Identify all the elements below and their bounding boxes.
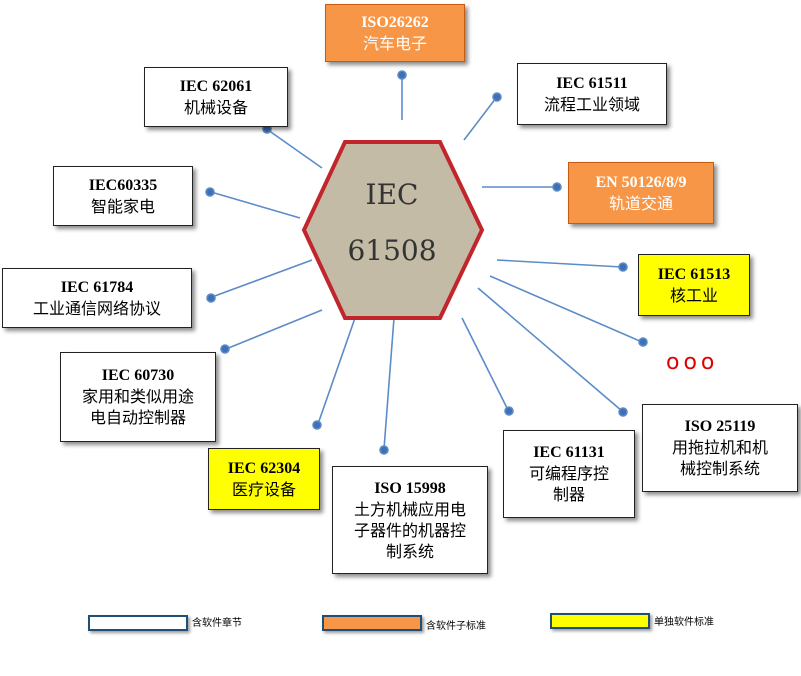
node-desc-line1: 可编程序控 xyxy=(528,464,609,483)
center-label-line2: 61508 xyxy=(347,234,437,267)
connector-iec62304 xyxy=(317,317,356,425)
node-code: IEC60335 xyxy=(88,176,158,194)
node-code: ISO 15998 xyxy=(374,479,446,497)
node-desc-line1: 家用和类似用途 xyxy=(81,387,194,406)
node-iso26262[interactable]: ISO26262 汽车电子 xyxy=(325,4,465,62)
center-label-line1: IEC xyxy=(365,178,419,211)
node-desc-line2: 电自动控制器 xyxy=(89,408,186,427)
node-code: IEC 61513 xyxy=(657,265,731,283)
node-code: IEC 60730 xyxy=(101,367,175,384)
connector-more xyxy=(489,275,643,343)
node-desc: 医疗设备 xyxy=(231,479,296,499)
node-code: IEC 62061 xyxy=(179,77,253,95)
connector-iec62061 xyxy=(267,129,323,169)
node-code: IEC 61511 xyxy=(556,74,628,92)
node-code: EN 50126/8/9 xyxy=(595,173,687,191)
node-iec61131[interactable]: IEC 61131 可编程序控 制器 xyxy=(503,430,635,518)
node-desc-line1: 用拖拉机和机 xyxy=(671,438,768,457)
node-code: ISO26262 xyxy=(361,13,429,31)
legend-swatch-orange xyxy=(322,615,422,631)
node-code: IEC 61784 xyxy=(60,278,134,296)
legend-label-yellow: 单独软件标准 xyxy=(654,617,714,628)
connector-iec60335 xyxy=(210,191,301,219)
legend-label-orange: 含软件子标准 xyxy=(426,621,486,632)
node-desc: 汽车电子 xyxy=(362,33,427,53)
node-iec60730[interactable]: IEC 60730 家用和类似用途 电自动控制器 xyxy=(60,352,216,442)
connector-iec61513 xyxy=(496,259,623,268)
center-hexagon xyxy=(301,140,485,320)
node-iec61513[interactable]: IEC 61513 核工业 xyxy=(638,254,750,316)
node-code: IEC 62304 xyxy=(227,459,301,477)
connector-dot-iec61513 xyxy=(618,262,628,272)
connector-dot-iso15998 xyxy=(379,445,389,455)
connector-iec61511 xyxy=(463,97,497,141)
connector-dot-iso26262 xyxy=(397,70,407,80)
node-desc-line3: 制系统 xyxy=(385,541,434,561)
connector-iso15998 xyxy=(383,317,395,450)
node-iso15998[interactable]: ISO 15998 土方机械应用电 子器件的机器控 制系统 xyxy=(332,466,488,574)
connector-dot-iec62304 xyxy=(312,420,322,430)
legend-swatch-yellow xyxy=(550,613,650,629)
node-desc: 机械设备 xyxy=(183,97,248,117)
node-iec61784[interactable]: IEC 61784 工业通信网络协议 xyxy=(2,268,192,328)
connector-dot-more xyxy=(638,337,648,347)
connector-dot-iec61784 xyxy=(206,293,216,303)
node-desc: 轨道交通 xyxy=(608,193,673,213)
node-desc-line2: 制器 xyxy=(552,485,585,504)
node-desc-line1: 土方机械应用电 xyxy=(353,499,466,519)
node-desc: 智能家电 xyxy=(90,196,155,216)
more-ellipsis: ooo xyxy=(666,350,719,375)
node-desc: 工业通信网络协议 xyxy=(32,298,161,318)
connector-dot-iec60335 xyxy=(205,187,215,197)
node-iec62304[interactable]: IEC 62304 医疗设备 xyxy=(208,448,320,510)
node-desc-line2: 械控制系统 xyxy=(679,459,760,478)
connector-iec61131 xyxy=(461,317,509,411)
connector-dot-iso25119 xyxy=(618,407,628,417)
node-en50126[interactable]: EN 50126/8/9 轨道交通 xyxy=(568,162,714,224)
connector-dot-iec61131 xyxy=(504,406,514,416)
legend-label-white: 含软件章节 xyxy=(192,618,242,629)
connector-iec61784 xyxy=(211,259,313,298)
node-iec60335[interactable]: IEC60335 智能家电 xyxy=(53,166,193,226)
connector-iec60730 xyxy=(225,309,323,350)
connector-dot-iec60730 xyxy=(220,344,230,354)
node-iso25119[interactable]: ISO 25119 用拖拉机和机 械控制系统 xyxy=(642,404,798,492)
node-iec61511[interactable]: IEC 61511 流程工业领域 xyxy=(517,63,667,125)
node-code: ISO 25119 xyxy=(684,418,756,435)
connector-iso25119 xyxy=(477,287,623,412)
node-desc: 核工业 xyxy=(669,285,718,305)
node-desc: 流程工业领域 xyxy=(543,94,640,114)
node-code: IEC 61131 xyxy=(533,444,605,461)
node-desc-line2: 子器件的机器控 xyxy=(353,520,466,540)
node-iec62061[interactable]: IEC 62061 机械设备 xyxy=(144,67,288,127)
legend-swatch-white xyxy=(88,615,188,631)
connector-dot-en50126 xyxy=(552,182,562,192)
connector-dot-iec61511 xyxy=(492,92,502,102)
